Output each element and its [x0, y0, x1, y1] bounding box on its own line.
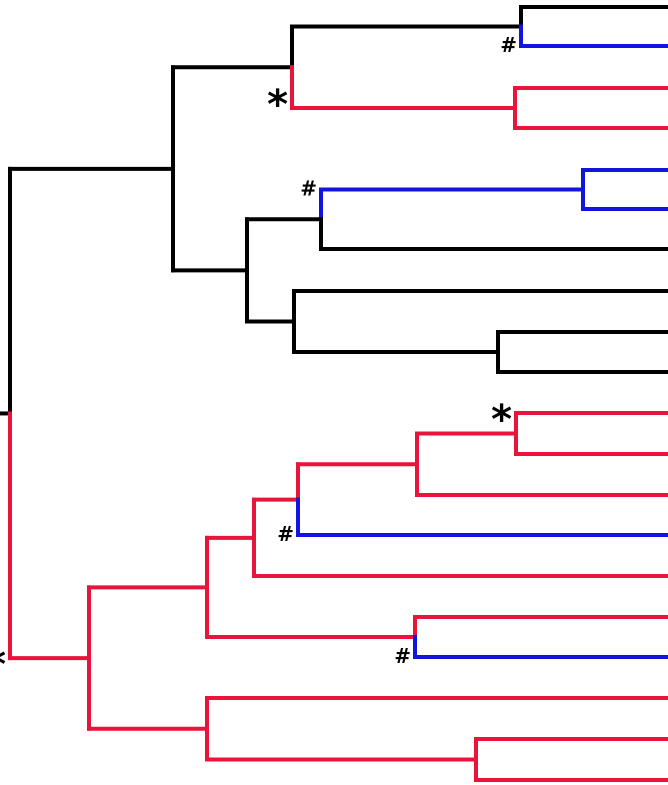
star-marker: *	[491, 397, 512, 443]
tree-markers: # * # * * # #	[0, 33, 517, 688]
hash-marker: #	[500, 33, 517, 57]
tree-branches	[0, 5, 668, 782]
star-marker: *	[267, 82, 288, 128]
hash-marker: #	[394, 644, 411, 668]
hash-marker: #	[277, 522, 294, 546]
star-marker: *	[0, 642, 6, 688]
hash-marker: #	[300, 177, 317, 201]
